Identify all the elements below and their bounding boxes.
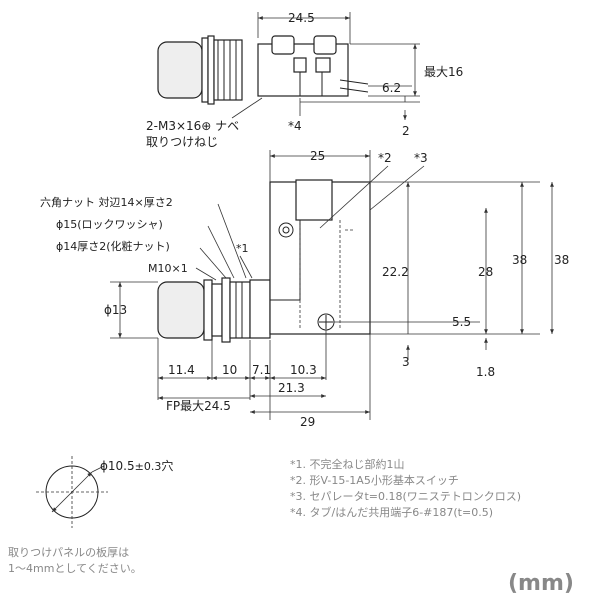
dim-11-4: 11.4	[168, 363, 195, 377]
dim-29: 29	[300, 415, 315, 429]
mark-3: *3	[414, 151, 428, 165]
panel-hole: ϕ10.5±0.3穴 取りつけパネルの板厚は 1〜4mmとしてください。	[8, 456, 173, 575]
dim-22-2: 22.2	[382, 265, 409, 279]
note-4: *4. タブ/はんだ共用端子6-#187(t=0.5)	[290, 505, 493, 519]
dim-28: 28	[478, 265, 493, 279]
decor-nut-label: ϕ14厚さ2(化粧ナット)	[56, 239, 170, 253]
dim-38-outer: 38	[554, 253, 569, 267]
panel-hole-dia: ϕ10.5±0.3穴	[100, 458, 173, 473]
unit-label: (mm)	[508, 571, 574, 596]
lock-washer-label: ϕ15(ロックワッシャ)	[56, 218, 163, 231]
hex-nut-label: 六角ナット 対辺14×厚さ2	[40, 195, 173, 209]
note-3: *3. セパレータt=0.18(ワニステトロンクロス)	[290, 490, 521, 503]
dim-5-5: 5.5	[452, 315, 471, 329]
dim-38-inner: 38	[512, 253, 527, 267]
dim-max16: 最大16	[424, 65, 463, 79]
dim-24-5: 24.5	[288, 11, 315, 25]
mark-1: *1	[236, 242, 249, 255]
notes-list: *1. 不完全ねじ部約1山 *2. 形V-15-1A5小形基本スイッチ *3. …	[290, 457, 521, 519]
dim-10: 10	[222, 363, 237, 377]
dim-25: 25	[310, 149, 325, 163]
mark-2: *2	[378, 151, 392, 165]
top-view: 24.5 最大16 6.2 2 2-M3×16⊕ ナベ 取りつけねじ *4	[146, 11, 463, 149]
note-1: *1. 不完全ねじ部約1山	[290, 457, 405, 471]
panel-note-line1: 取りつけパネルの板厚は	[8, 545, 129, 559]
screw-label-line2: 取りつけねじ	[146, 135, 218, 149]
dim-1-8: 1.8	[476, 365, 495, 379]
note-mark-4: *4	[288, 119, 302, 133]
screw-label-line1: 2-M3×16⊕ ナベ	[146, 119, 239, 133]
mount-hole-top	[278, 222, 294, 238]
dim-phi13: ϕ13	[104, 303, 127, 317]
dim-fp-max: FP最大24.5	[166, 399, 231, 413]
dim-7-1: 7.1	[252, 363, 271, 377]
dim-3: 3	[402, 355, 410, 369]
note-2: *2. 形V-15-1A5小形基本スイッチ	[290, 473, 459, 487]
front-knob	[157, 281, 205, 339]
top-knob	[157, 41, 203, 99]
dim-21-3: 21.3	[278, 381, 305, 395]
dim-6-2: 6.2	[382, 81, 401, 95]
thread-label: M10×1	[148, 262, 188, 275]
dim-2: 2	[402, 124, 410, 138]
dim-10-3: 10.3	[290, 363, 317, 377]
front-view: 25 *2 *3 六角ナット 対辺14×厚さ2 ϕ15(ロックワッシャ) ϕ14…	[40, 149, 569, 429]
panel-note-line2: 1〜4mmとしてください。	[8, 562, 142, 575]
